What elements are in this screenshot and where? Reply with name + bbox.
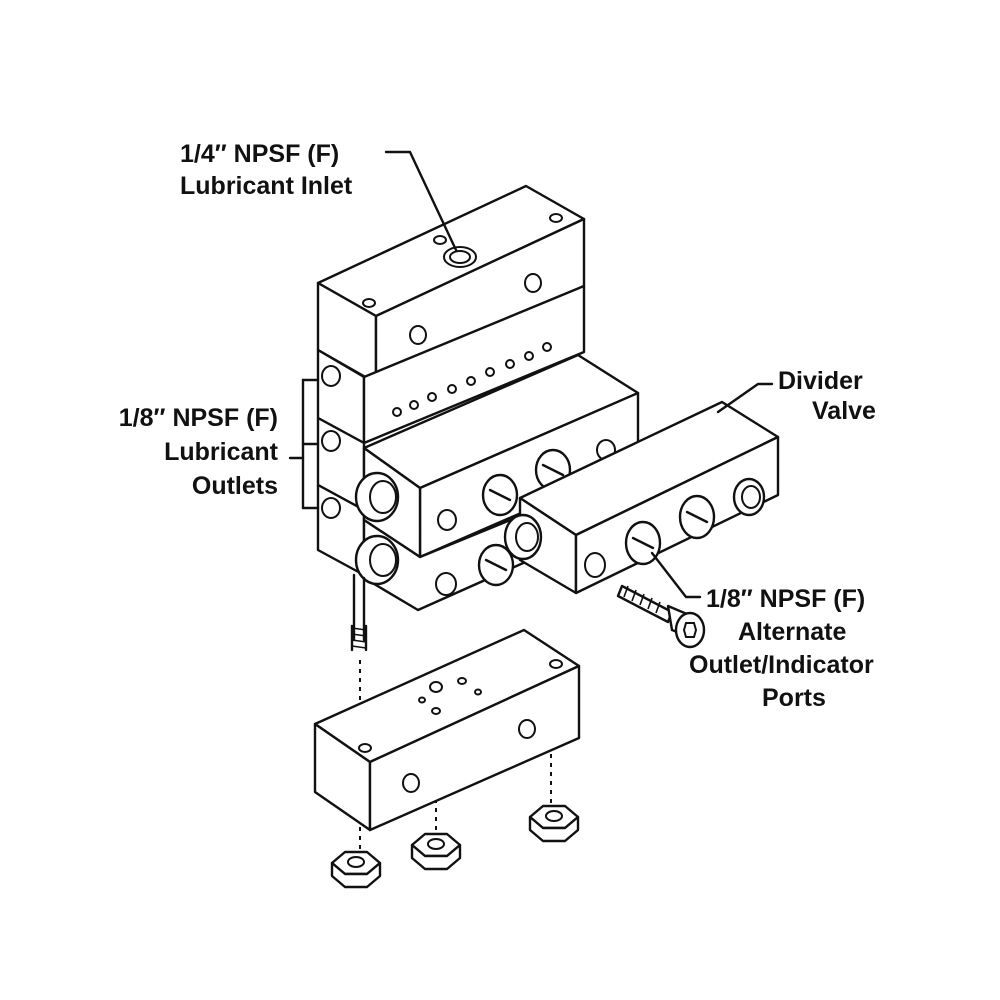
lubricant-outlets-label-line2: Lubricant (164, 438, 279, 466)
base-block (313, 628, 581, 832)
slotted-plug (678, 494, 716, 540)
slotted-plug (477, 543, 515, 587)
piston-cap (503, 513, 543, 561)
outlet-port-upper (321, 365, 341, 387)
alternate-ports-label-line1: 1/8″ NPSF (F) (706, 585, 865, 613)
lower-section-block (354, 510, 532, 612)
slotted-plug (481, 473, 519, 517)
divider-valve-label-line2: Valve (812, 397, 876, 425)
outlet-port-lower (321, 497, 341, 519)
upper-section-block (354, 353, 640, 559)
lubricant-outlets-label-line1: 1/8″ NPSF (F) (119, 404, 278, 432)
divider-valve (503, 400, 780, 595)
lubricant-inlet-label-line2: Lubricant Inlet (180, 172, 353, 200)
leader-lines (288, 150, 774, 599)
piston-cap-left (354, 471, 400, 523)
alternate-ports-label-line3: Outlet/Indicator (689, 651, 874, 679)
lubricant-inlet-label-line1: 1/4″ NPSF (F) (180, 140, 339, 168)
hex-nut (528, 804, 580, 843)
piston-cap (732, 477, 766, 517)
tie-rod (350, 573, 368, 652)
assembly-lines (359, 660, 552, 850)
piston-cap-left (354, 534, 400, 586)
hex-nut (330, 850, 382, 889)
alternate-ports-label-line4: Ports (762, 684, 826, 712)
alternate-ports-label-line2: Alternate (738, 618, 846, 646)
outlet-port-middle (321, 430, 341, 452)
outlet-hole-row (392, 342, 552, 417)
cap-screw (616, 584, 706, 649)
divider-valve-label-line1: Divider (778, 367, 863, 395)
lubricant-outlets-label-line3: Outlets (192, 472, 278, 500)
hex-nut (410, 832, 462, 871)
